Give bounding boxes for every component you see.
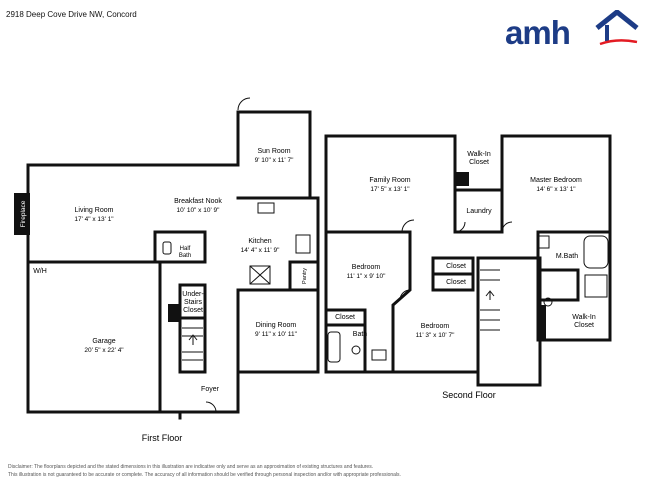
room-name: Bedroom: [421, 323, 450, 330]
logo-text: amh: [505, 14, 571, 51]
disclaimer-line-2: This illustration is not guaranteed to b…: [8, 472, 401, 478]
under-stairs-label-2: Stairs: [184, 299, 202, 306]
master-bath-label: M.Bath: [556, 253, 578, 260]
room-family: Family Room 17' 5" x 13' 1": [369, 177, 410, 193]
under-stairs-label-1: Under-: [182, 291, 204, 298]
water-heater-label: W/H: [33, 268, 47, 275]
foyer-label: Foyer: [201, 386, 220, 393]
closet-label-c: Closet: [335, 314, 355, 321]
room-dims: 10' 10" x 10' 9": [177, 207, 221, 214]
room-kitchen: Kitchen 14' 4" x 11' 9": [241, 238, 280, 254]
property-address: 2918 Deep Cove Drive NW, Concord: [6, 10, 137, 19]
room-dims: 17' 5" x 13' 1": [370, 186, 410, 193]
room-name: Bedroom: [352, 264, 381, 271]
room-name: Master Bedroom: [530, 177, 582, 184]
amh-logo: amh: [505, 10, 639, 50]
room-name: Breakfast Nook: [174, 198, 222, 205]
room-dining: Dining Room 9' 11" x 10' 11": [255, 322, 298, 338]
closet-label-a: Closet: [446, 263, 466, 270]
under-stairs-label-3: Closet: [183, 307, 203, 314]
room-dims: 17' 4" x 13' 1": [74, 216, 114, 223]
second-floor-label: Second Floor: [442, 390, 496, 400]
half-bath-label-1: Half: [180, 246, 191, 252]
room-breakfast: Breakfast Nook 10' 10" x 10' 9": [174, 198, 222, 214]
room-bedroom-3: Bedroom 11' 3" x 10' 7": [416, 323, 455, 339]
bath-label: Bath: [353, 331, 368, 338]
room-name: Living Room: [75, 207, 114, 214]
first-floor-label: First Floor: [142, 433, 183, 443]
walkin-closet-top-label-2: Closet: [469, 159, 489, 166]
room-bedroom-2: Bedroom 11' 1" x 9' 10": [347, 264, 386, 280]
room-dims: 9' 11" x 10' 11": [255, 331, 298, 338]
room-name: Sun Room: [257, 148, 290, 155]
room-name: Family Room: [369, 177, 410, 184]
room-master: Master Bedroom 14' 6" x 13' 1": [530, 177, 582, 193]
walkin-closet-bottom-label-2: Closet: [574, 322, 594, 329]
room-name: Kitchen: [248, 238, 271, 245]
room-dims: 11' 1" x 9' 10": [347, 273, 386, 280]
room-dims: 14' 6" x 13' 1": [536, 186, 576, 193]
room-name: Garage: [92, 338, 115, 345]
half-bath-label-2: Bath: [179, 253, 191, 259]
disclaimer-line-1: Disclaimer: The floorplans depicted and …: [8, 464, 374, 470]
room-name: Dining Room: [256, 322, 297, 329]
room-living: Living Room 17' 4" x 13' 1": [74, 207, 114, 223]
room-dims: 9' 10" x 11' 7": [255, 157, 294, 164]
room-garage: Garage 20' 5" x 22' 4": [84, 338, 124, 354]
pantry-label: Pantry: [302, 268, 308, 284]
room-sun: Sun Room 9' 10" x 11' 7": [255, 148, 294, 164]
room-dims: 20' 5" x 22' 4": [84, 347, 124, 354]
fireplace-label: Fireplace: [20, 200, 27, 227]
room-dims: 14' 4" x 11' 9": [241, 247, 280, 254]
room-dims: 11' 3" x 10' 7": [416, 332, 455, 339]
closet-label-b: Closet: [446, 279, 466, 286]
laundry-label: Laundry: [466, 208, 492, 215]
walkin-closet-bottom-label-1: Walk-In: [572, 314, 596, 321]
walkin-closet-top-label-1: Walk-In: [467, 151, 491, 158]
house-roof-swoosh-icon: [595, 10, 639, 46]
